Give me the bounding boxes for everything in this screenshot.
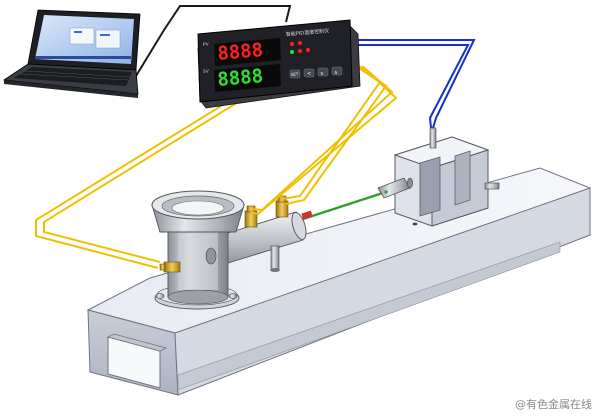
up-key-icon: ∧: [334, 70, 338, 76]
push-rod: [299, 177, 413, 222]
left-key-icon: <: [307, 71, 311, 77]
sv-display: 8888: [217, 65, 265, 91]
watermark: @有色金属在线: [515, 398, 592, 411]
temperature-controller-icon: [197, 19, 361, 109]
sv-label: SV: [203, 68, 210, 75]
set-key-label: SET: [291, 71, 299, 77]
pv-display: 8888: [217, 39, 265, 65]
data-cable: [135, 5, 292, 77]
down-key-icon: ∨: [320, 71, 324, 77]
crucible-furnace: [151, 190, 245, 310]
clamp-block: [393, 126, 500, 227]
controller-brand-label: 智能PID温度控制仪: [286, 27, 330, 38]
signal-wires: [352, 39, 476, 129]
laptop-icon: [2, 9, 141, 98]
pv-label: PV: [203, 41, 210, 48]
